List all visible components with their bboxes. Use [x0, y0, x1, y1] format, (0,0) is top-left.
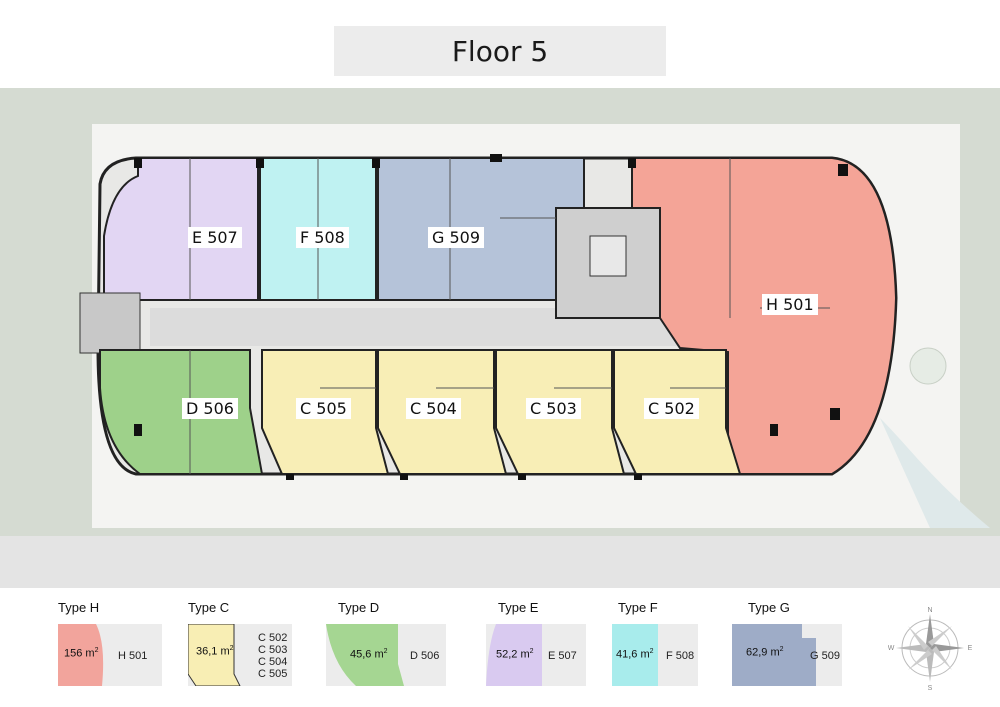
unit-label-e507[interactable]: E 507: [188, 227, 242, 248]
unit-label-f508[interactable]: F 508: [296, 227, 349, 248]
legend-units-g: G 509: [810, 650, 840, 662]
legend-shape-h: [58, 624, 162, 686]
unit-label-c502[interactable]: C 502: [644, 398, 699, 419]
legend-area-c: 36,1 m2: [196, 645, 234, 658]
unit-d506-shape[interactable]: [99, 349, 264, 475]
unit-label-d506[interactable]: D 506: [182, 398, 238, 419]
unit-label-c505[interactable]: C 505: [296, 398, 351, 419]
legend-shape-f: [612, 624, 698, 686]
compass-rose-icon: N S E W: [888, 606, 973, 692]
legend-area-h: 156 m2: [64, 647, 99, 660]
legend-title-f: Type F: [618, 600, 658, 615]
legend-area-f: 41,6 m2: [616, 648, 654, 661]
unit-h501-shape[interactable]: [631, 157, 898, 475]
legend-shape-d: [326, 624, 446, 686]
legend-area-g: 62,9 m2: [746, 646, 784, 659]
legend-area-d: 45,6 m2: [350, 648, 388, 661]
unit-label-c503[interactable]: C 503: [526, 398, 581, 419]
unit-label-h501[interactable]: H 501: [762, 294, 818, 315]
legend-title-h: Type H: [58, 600, 100, 615]
legend-units-d: D 506: [410, 650, 440, 662]
legend-title-c: Type C: [188, 600, 230, 615]
legend-units-e: E 507: [548, 650, 577, 662]
unit-label-g509[interactable]: G 509: [428, 227, 485, 248]
legend-shape-e: [486, 624, 586, 686]
floor-plan: [0, 88, 1000, 588]
legend-shape-c: [188, 624, 292, 686]
legend-units-h: H 501: [118, 650, 148, 662]
legend-title-e: Type E: [498, 600, 539, 615]
compass-w: W: [888, 645, 895, 652]
unit-e507-shape[interactable]: [103, 157, 259, 301]
legend-title-g: Type G: [748, 600, 790, 615]
legend-shape-g: [732, 624, 842, 686]
compass-s: S: [928, 685, 933, 690]
legend-units-f: F 508: [666, 650, 695, 662]
floor-title: Floor 5: [451, 34, 549, 68]
legend-area-e: 52,2 m2: [496, 648, 534, 661]
unit-label-c504[interactable]: C 504: [406, 398, 461, 419]
compass-n: N: [927, 607, 932, 614]
floor-title-box: Floor 5: [334, 26, 666, 76]
legend-title-d: Type D: [338, 600, 380, 615]
compass-e: E: [968, 645, 972, 652]
